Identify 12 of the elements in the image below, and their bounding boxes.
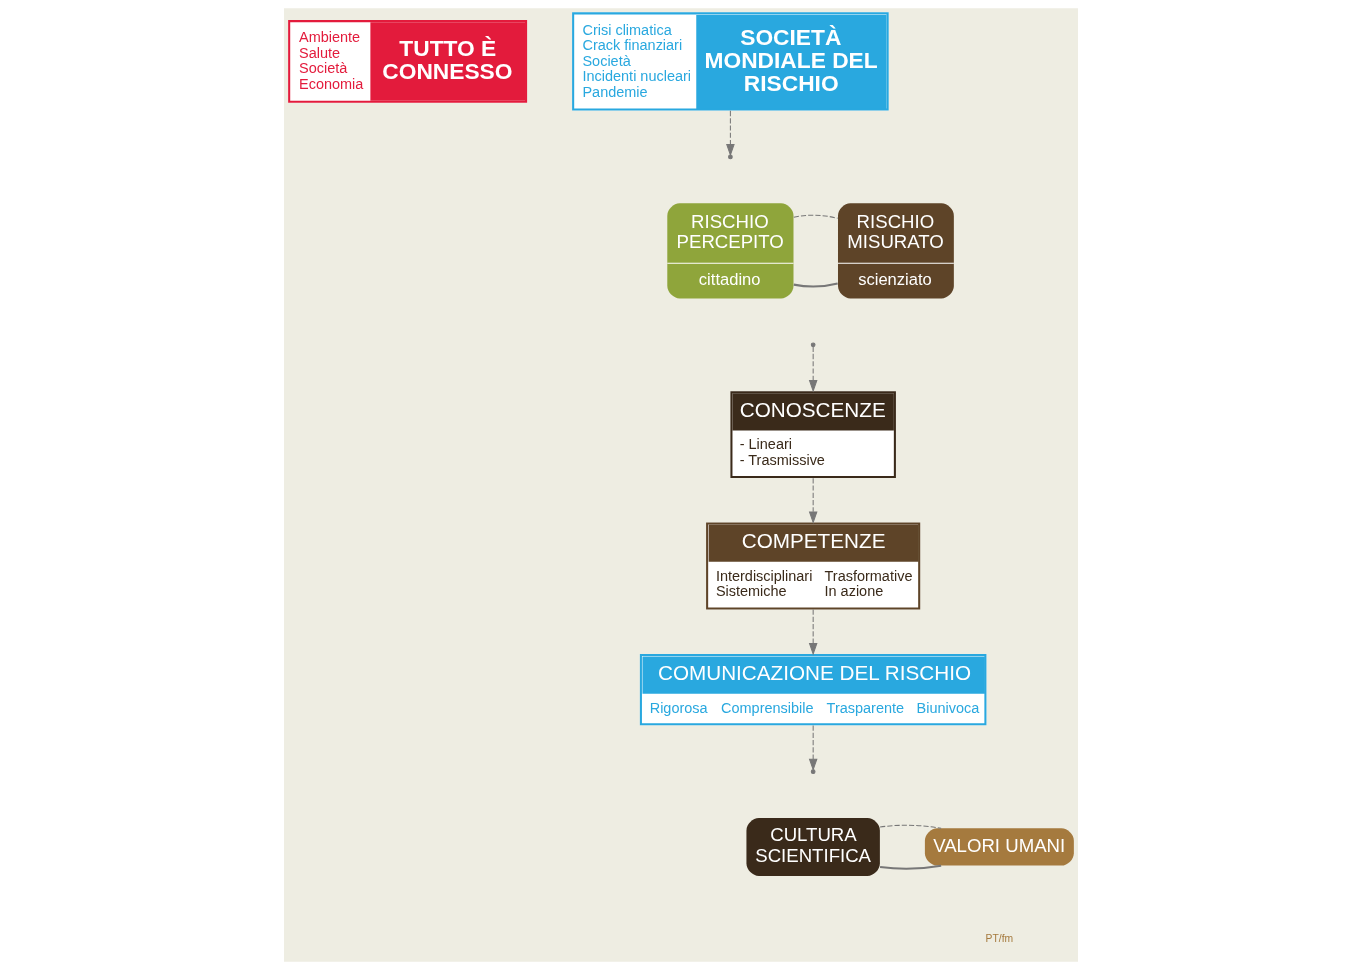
node-box: VALORI UMANI: [924, 828, 1074, 866]
arrow: [808, 725, 818, 772]
arrow: [808, 477, 818, 524]
connector: [793, 214, 839, 219]
arrow: [808, 346, 818, 393]
connector: [879, 864, 942, 870]
node-box: CULTURA SCIENTIFICA: [746, 818, 880, 876]
connector: [793, 282, 838, 288]
arrow: [726, 110, 735, 157]
arrow: [808, 609, 818, 656]
label: PT/fm: [985, 932, 1014, 944]
connector: [879, 824, 942, 829]
